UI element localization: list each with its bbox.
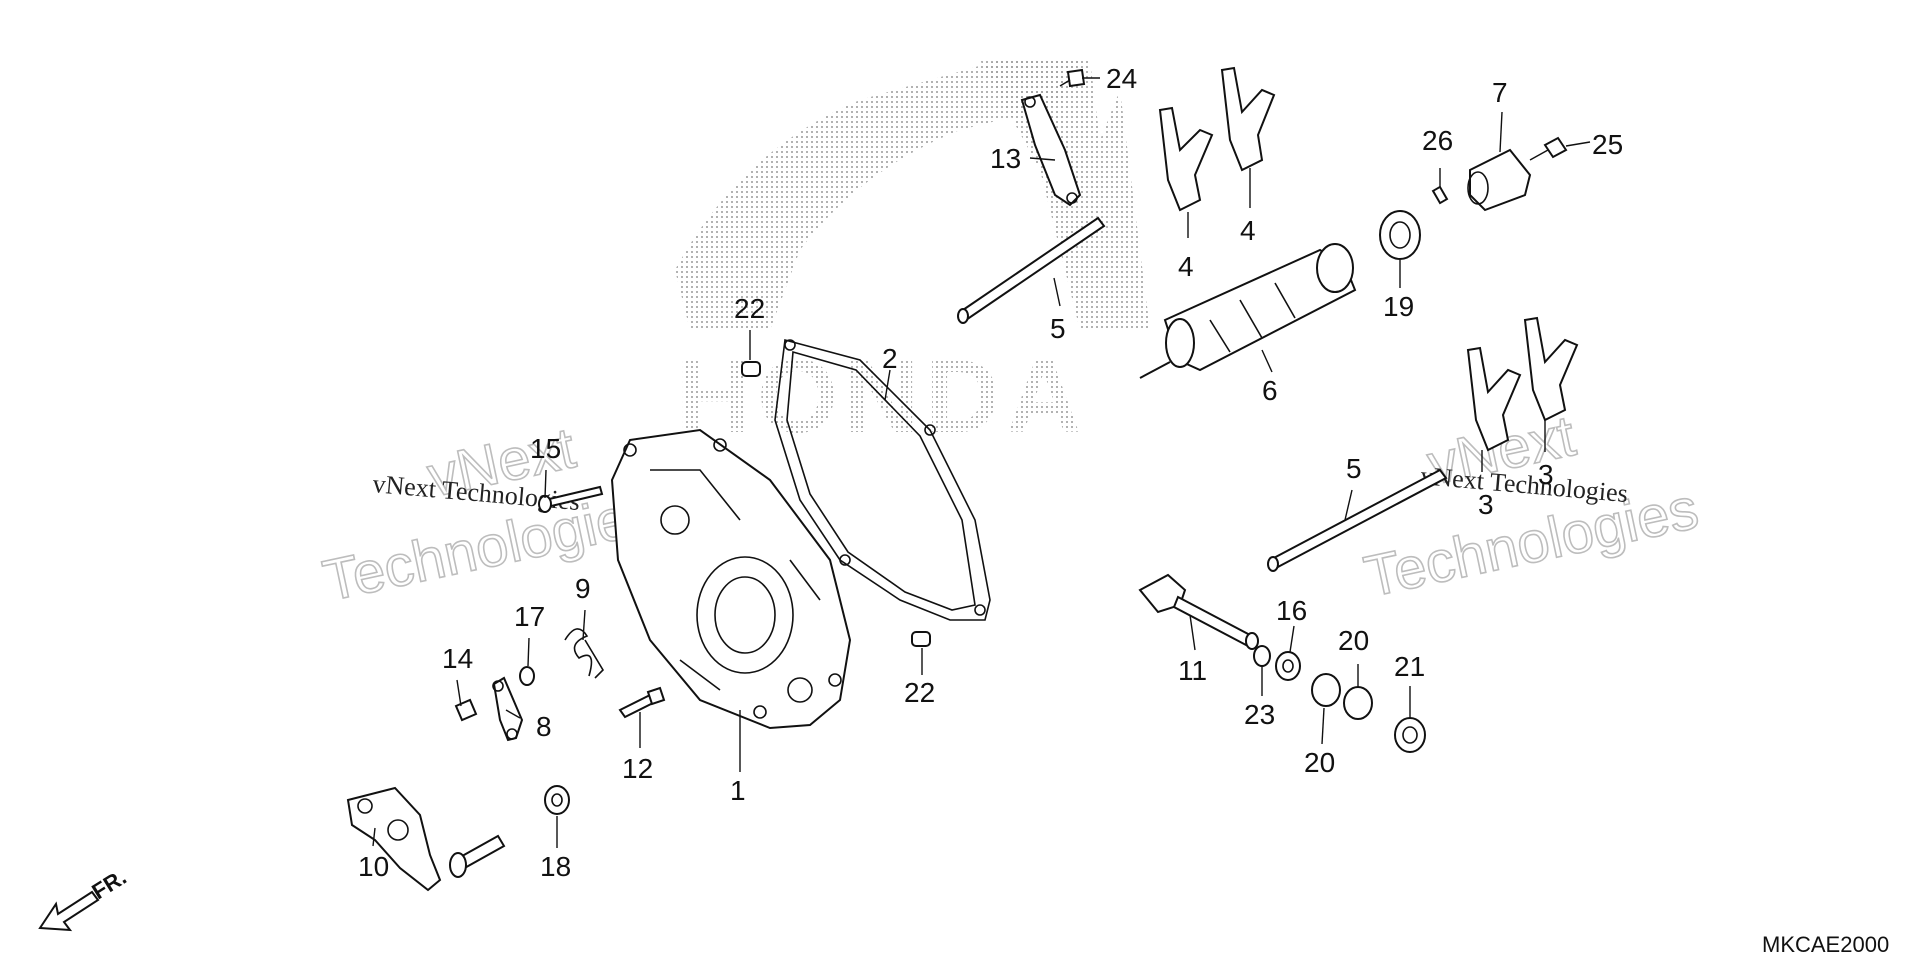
callout-4b: 4 [1178, 251, 1194, 282]
part-3-shift-fork-b [1523, 316, 1579, 422]
part-12-bolt [618, 686, 666, 719]
part-17-collar [519, 666, 535, 686]
part-1-cover [610, 428, 852, 730]
part-10-shift-arm [346, 786, 506, 892]
callout-3a: 3 [1538, 459, 1554, 490]
callout-16: 16 [1276, 595, 1307, 626]
callout-15: 15 [530, 433, 561, 464]
part-11-gearshift-spindle [1138, 573, 1259, 650]
callout-11: 11 [1178, 655, 1207, 686]
part-22-dowel-upper [741, 361, 761, 377]
callout-7: 7 [1492, 77, 1508, 108]
callout-24: 24 [1106, 63, 1137, 94]
callout-23: 23 [1244, 699, 1275, 730]
part-18-oil-seal [544, 785, 570, 815]
part-6-shift-drum [1139, 243, 1357, 379]
part-21-seal [1394, 717, 1426, 753]
callout-20b: 20 [1304, 747, 1335, 778]
leader-lines [372, 77, 1591, 848]
brand-logo: HONDA [675, 60, 1150, 455]
part-20-bearing-a [1311, 673, 1341, 707]
callout-21: 21 [1394, 651, 1425, 682]
callout-10: 10 [358, 851, 389, 882]
part-25-bolt [1529, 136, 1568, 161]
callout-5a: 5 [1050, 313, 1066, 344]
callout-14: 14 [442, 643, 473, 674]
callout-4a: 4 [1240, 215, 1256, 246]
callout-25: 25 [1592, 129, 1623, 160]
callout-26: 26 [1422, 125, 1453, 156]
callout-17: 17 [514, 601, 545, 632]
part-3-shift-fork-a [1466, 346, 1522, 452]
callout-18: 18 [540, 851, 571, 882]
front-direction-indicator: FR. [38, 864, 131, 932]
brand-logo-text: HONDA [676, 339, 1087, 455]
watermark-right: vNext Technologies vNext Technologies [1358, 402, 1704, 610]
watermark-left: vNext Technologies vNext Technologies [317, 415, 663, 615]
callout-2: 2 [882, 343, 898, 374]
callout-19: 19 [1383, 291, 1414, 322]
callout-9: 9 [575, 573, 591, 604]
part-14-bolt [454, 698, 478, 722]
front-arrow-icon [38, 890, 100, 932]
part-4-shift-fork-b [1220, 66, 1276, 172]
callouts: 1 2 3 3 4 4 5 5 6 7 8 9 10 11 12 13 14 1… [358, 63, 1623, 882]
callout-20a: 20 [1338, 625, 1369, 656]
part-2-gasket [774, 338, 991, 621]
part-4-shift-fork-a [1158, 106, 1214, 212]
part-5-shaft-upper [957, 216, 1106, 324]
part-23-ring [1253, 645, 1271, 667]
part-19-bearing [1379, 210, 1421, 260]
callout-13: 13 [990, 143, 1021, 174]
part-26-pin [1431, 185, 1449, 205]
callout-22b: 22 [904, 677, 935, 708]
callout-6: 6 [1262, 375, 1278, 406]
part-22-dowel-lower [911, 631, 931, 647]
part-13-plate [1020, 93, 1082, 207]
part-20-bearing-b [1343, 686, 1373, 720]
diagram-code: MKCAE2000 [1762, 932, 1889, 957]
part-8-stopper-arm [492, 676, 524, 742]
part-15-bolt [538, 485, 604, 513]
callout-5b: 5 [1346, 453, 1362, 484]
part-5-shaft-lower [1267, 468, 1448, 572]
part-16-washer [1275, 651, 1301, 681]
callout-3b: 3 [1478, 489, 1494, 520]
part-9-spring [564, 628, 605, 679]
part-24-bolt [1059, 68, 1086, 88]
callout-22a: 22 [734, 293, 765, 324]
callout-12: 12 [622, 753, 653, 784]
callout-8: 8 [536, 711, 552, 742]
callout-1: 1 [730, 775, 746, 806]
part-7-drum-center [1467, 148, 1532, 212]
